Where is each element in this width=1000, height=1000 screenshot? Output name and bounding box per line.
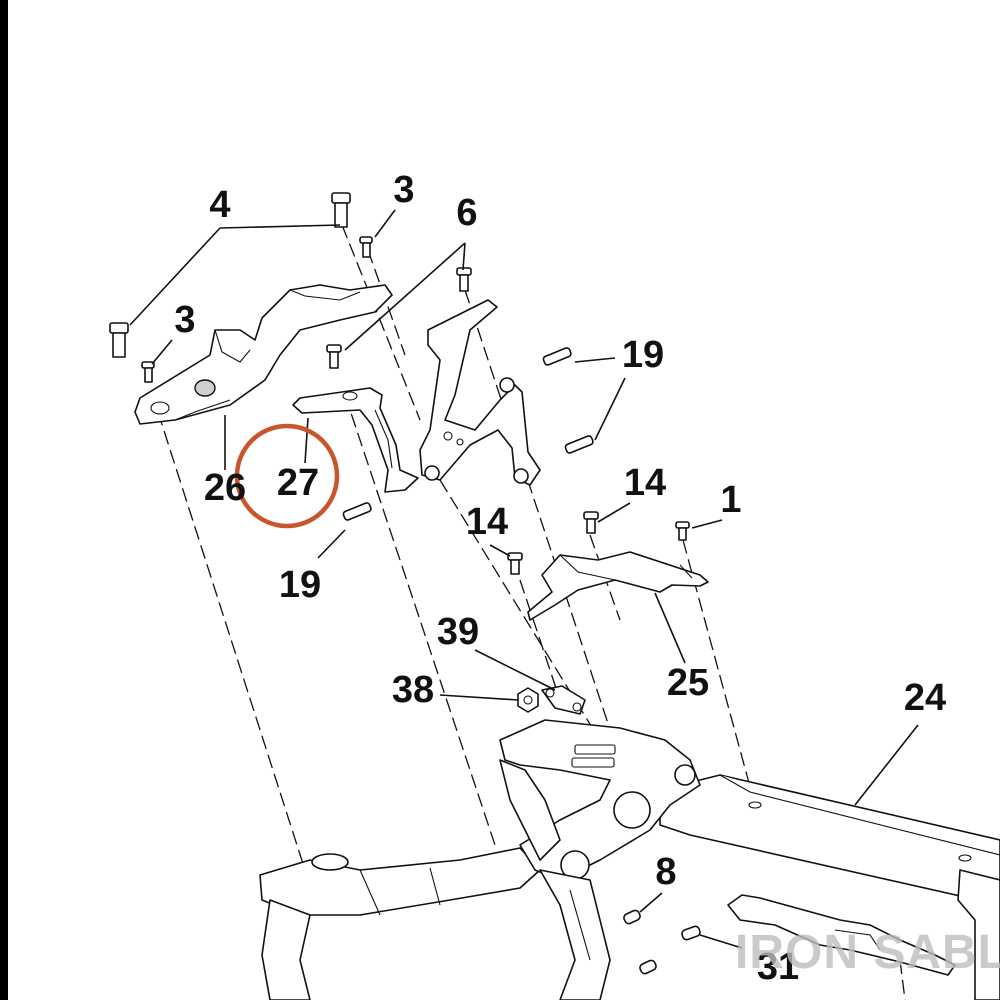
- callout-4: 4: [209, 184, 230, 226]
- bracket-6: [419, 299, 541, 486]
- bracket-25: [527, 551, 709, 621]
- callout-26: 26: [204, 467, 246, 509]
- bracket-31: [727, 894, 956, 976]
- left-border-bar: [0, 0, 8, 1000]
- callout-39: 39: [437, 611, 479, 653]
- bracket-27: [292, 387, 419, 493]
- callout-31: 31: [757, 946, 799, 988]
- bracket-26: [134, 284, 393, 425]
- callout-3-top: 3: [393, 169, 414, 211]
- callout-labels: 4 3 3 6 19 19 26 27 14 14 1 39 38 25 24 …: [174, 169, 946, 988]
- highlight-ring-27: [234, 423, 340, 529]
- callout-8: 8: [655, 851, 676, 893]
- callout-6: 6: [456, 192, 477, 234]
- callout-14-right: 14: [624, 462, 666, 504]
- callout-25: 25: [667, 662, 709, 704]
- callout-14-left: 14: [466, 501, 508, 543]
- hardware: [109, 192, 701, 975]
- callout-19-left: 19: [279, 564, 321, 606]
- callout-24: 24: [904, 677, 946, 719]
- watermark-text: IRON SABLE: [735, 926, 1000, 979]
- callout-3-left: 3: [174, 299, 195, 341]
- callout-1: 1: [720, 479, 741, 521]
- callout-27: 27: [277, 462, 319, 504]
- callout-38: 38: [392, 669, 434, 711]
- callout-19-top: 19: [622, 334, 664, 376]
- frame-24: [259, 719, 1000, 1000]
- leader-lines: [129, 209, 919, 949]
